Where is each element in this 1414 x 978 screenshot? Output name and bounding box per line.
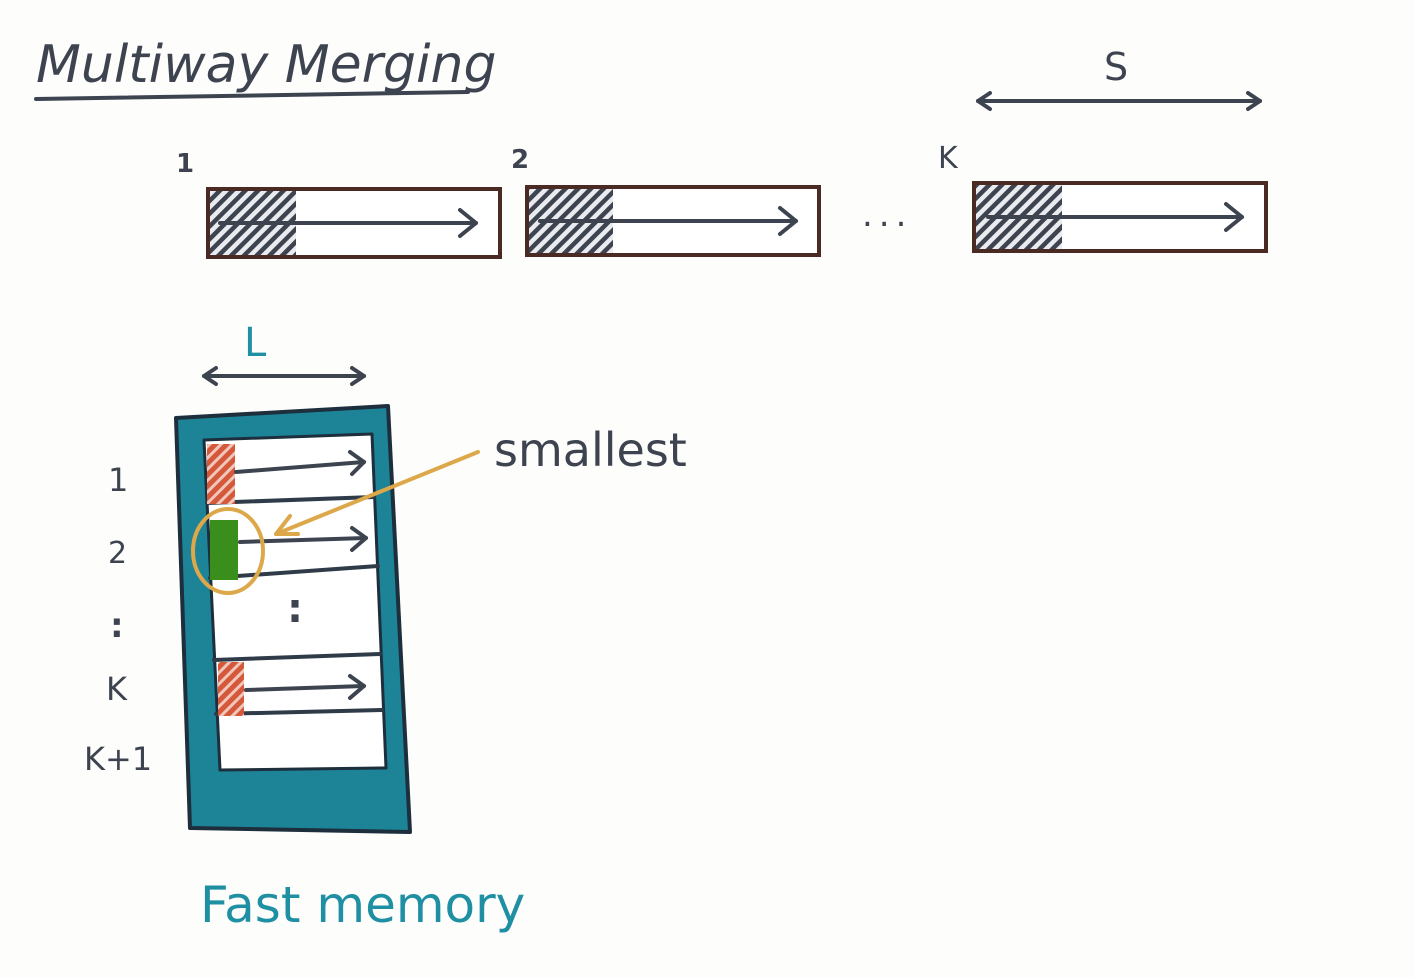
buffer-1-arrow [234,450,366,476]
smallest-annotation: smallest [494,423,687,477]
smallest-highlight-circle [191,507,265,595]
run-1-arrow [218,208,478,238]
diagram-title: Multiway Merging [36,35,496,95]
memory-row-labels: 1 2 : K K+1 [84,461,152,778]
row-label-2: 2 [108,536,127,571]
s-width-label: S [1104,45,1128,89]
smallest-pointer-arrow [274,450,480,536]
run-2-label: 2 [511,145,529,175]
row-label-ellipsis: : [110,606,124,646]
buffer-k-arrow [244,674,366,700]
l-width-arrow [202,366,366,386]
row-label-k: K [106,670,128,708]
s-width-arrow [976,91,1262,111]
buffer-k-head-red [218,662,244,716]
fast-memory-block: : [174,404,412,834]
run-1-block [206,187,502,259]
l-width-label: L [244,320,267,366]
run-2-block [525,185,821,257]
run-2-arrow [538,206,798,236]
row-label-1: 1 [108,461,128,499]
run-k-block [972,181,1268,253]
title-underline [34,90,470,101]
runs-ellipsis: ... [862,195,912,235]
fast-memory-caption: Fast memory [200,876,525,934]
run-k-arrow [986,202,1244,232]
buffer-2-head-green [210,520,238,580]
row-label-k-plus-1: K+1 [84,740,152,778]
buffer-vertical-ellipsis: : [287,586,303,632]
buffer-1-head-red [207,444,235,504]
run-k-label: K [938,141,959,176]
run-1-label: 1 [176,149,194,179]
